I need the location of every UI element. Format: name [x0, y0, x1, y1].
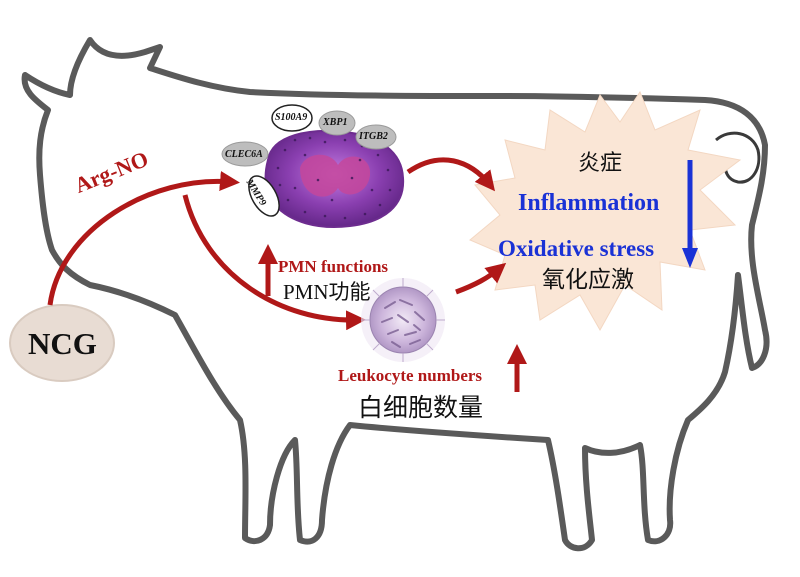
gene-bubble-s100a9 [271, 104, 313, 132]
ncg-label: NCG [28, 326, 97, 361]
pmn-functions-cn-label: PMN功能 [283, 280, 371, 304]
arrow-neutrophil-to-effects [406, 157, 496, 192]
neutrophil-cell [264, 129, 405, 228]
arrow-ncg-to-leukocyte [182, 194, 366, 331]
arrow-down-inflammation-head [682, 248, 698, 268]
gene-label-xbp1: XBP1 [323, 117, 348, 128]
arrow-ncg-to-neutrophil [47, 171, 240, 306]
gene-bubble-xbp1 [318, 110, 356, 136]
gene-bubble-itgb2 [355, 124, 397, 150]
effect-starburst [469, 90, 742, 332]
gene-bubble-clec6a [221, 141, 269, 167]
ncg-oval [9, 304, 115, 382]
gene-label-itgb2: ITGB2 [359, 131, 388, 142]
cow-tail-tuft [715, 131, 761, 184]
oxidative-stress-label: Oxidative stress [498, 236, 655, 261]
pmn-functions-label: PMN functions [278, 257, 389, 276]
oxidative-stress-cn-label: 氧化应激 [542, 267, 634, 292]
gene-label-s100a9: S100A9 [275, 112, 308, 123]
leukocyte-cell [361, 278, 445, 362]
inflammation-label: Inflammation [518, 190, 660, 216]
leukocyte-numbers-cn-label: 白细胞数量 [358, 395, 484, 422]
leukocyte-numbers-label: Leukocyte numbers [338, 366, 483, 385]
arrow-leukocyte-to-effects [455, 262, 507, 295]
cow-outline [21, 37, 770, 552]
gene-bubble-mmp9 [248, 175, 280, 217]
inflammation-cn-label: 炎症 [578, 150, 623, 175]
gene-label-clec6a: CLEC6A [225, 149, 263, 160]
